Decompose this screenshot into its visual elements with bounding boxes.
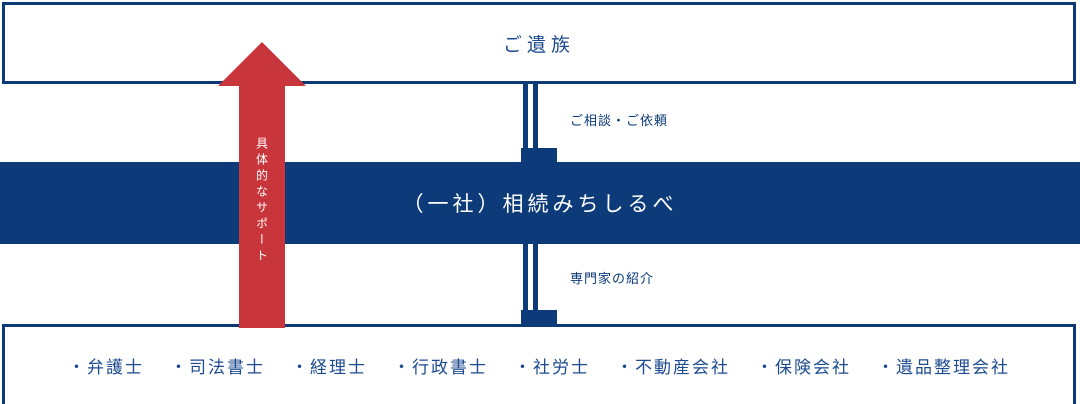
center-bar-label: （一社）相続みちしるべ: [402, 192, 678, 216]
red-up-arrow-support: 具体的なサポート: [218, 42, 306, 328]
connector-line-left: [523, 242, 528, 312]
center-bar-organisation: （一社）相続みちしるべ: [0, 162, 1080, 244]
bottom-box-professionals: ・弁護士 ・司法書士 ・経理士 ・行政書士 ・社労士 ・不動産会社 ・保険会社 …: [2, 324, 1076, 404]
professional-list: ・弁護士 ・司法書士 ・経理士 ・行政書士 ・社労士 ・不動産会社 ・保険会社 …: [5, 353, 1073, 378]
top-box-label: ご遺族: [502, 33, 575, 56]
list-item: ・保険会社: [756, 358, 851, 378]
connector-line-left: [523, 84, 528, 150]
connector-caption-specialist-introduction: 専門家の紹介: [570, 272, 655, 287]
connector-organisation-to-professionals: [518, 242, 560, 326]
connector-arrow-block: [521, 148, 557, 164]
list-item: ・行政書士: [393, 358, 488, 378]
connector-family-to-organisation: [518, 84, 560, 164]
list-item: ・社労士: [514, 358, 590, 378]
list-item: ・遺品整理会社: [877, 358, 1010, 378]
list-item: ・不動産会社: [616, 358, 730, 378]
list-item: ・経理士: [291, 358, 367, 378]
up-arrow-icon: [218, 42, 306, 328]
list-item: ・弁護士: [68, 358, 144, 378]
connector-arrow-block: [521, 310, 557, 326]
connector-line-right: [533, 84, 538, 150]
connector-line-right: [533, 242, 538, 312]
connector-caption-consultation: ご相談・ご依頼: [570, 114, 669, 129]
list-item: ・司法書士: [170, 358, 265, 378]
top-box-family: ご遺族: [2, 2, 1076, 84]
